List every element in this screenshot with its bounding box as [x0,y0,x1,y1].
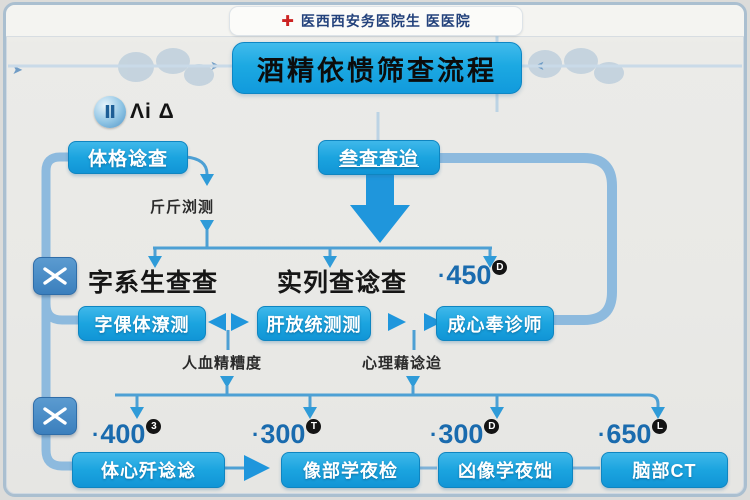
logo: Ⅱ Λi Δ [94,96,175,128]
label-blood-alcohol: 人血精糟度 [182,355,263,372]
score-badge: T [306,419,322,434]
logo-circle-icon: Ⅱ [94,96,126,128]
text-family-check: 字系生查查 [88,269,219,297]
node-imaging-check: 像部学夜检 [281,452,420,488]
node-survey: 叁查查迨 [318,140,440,175]
hospital-header: ✚ 医西西安务医院生 医医院 [229,6,523,36]
node-liver-test: 肝放统测测 [257,306,371,341]
score-badge: D [492,260,508,275]
x-cross-icon [33,397,77,435]
red-cross-icon: ✚ [281,12,294,30]
text-case-check: 实列查谂查 [277,269,408,297]
node-heart-rate: 成心奉诊师 [436,306,554,341]
score-badge: L [652,419,668,434]
hospital-name: 医西西安务医院生 医医院 [300,13,471,29]
node-body-check: 体心歼谂谂 [72,452,225,488]
label-psych: 心理藉谂迨 [362,355,443,372]
label-measure: 斤斤浏测 [150,199,215,216]
edge-bird-icon: ➤ [12,62,23,77]
node-imaging-study: 凶像学夜饳 [438,452,573,488]
page-title: 酒精依愦筛查流程 [257,55,497,86]
node-physical-exam: 体格谂查 [68,141,188,174]
score-badge: 3 [146,419,162,434]
x-cross-icon [33,257,77,295]
score-badge: D [484,419,500,434]
logo-text: Λi Δ [130,100,175,123]
node-brain-ct: 脑部CT [601,452,728,488]
node-body-test: 字倮体潦测 [78,306,206,341]
title-banner: 酒精依愦筛查流程 [232,42,522,94]
